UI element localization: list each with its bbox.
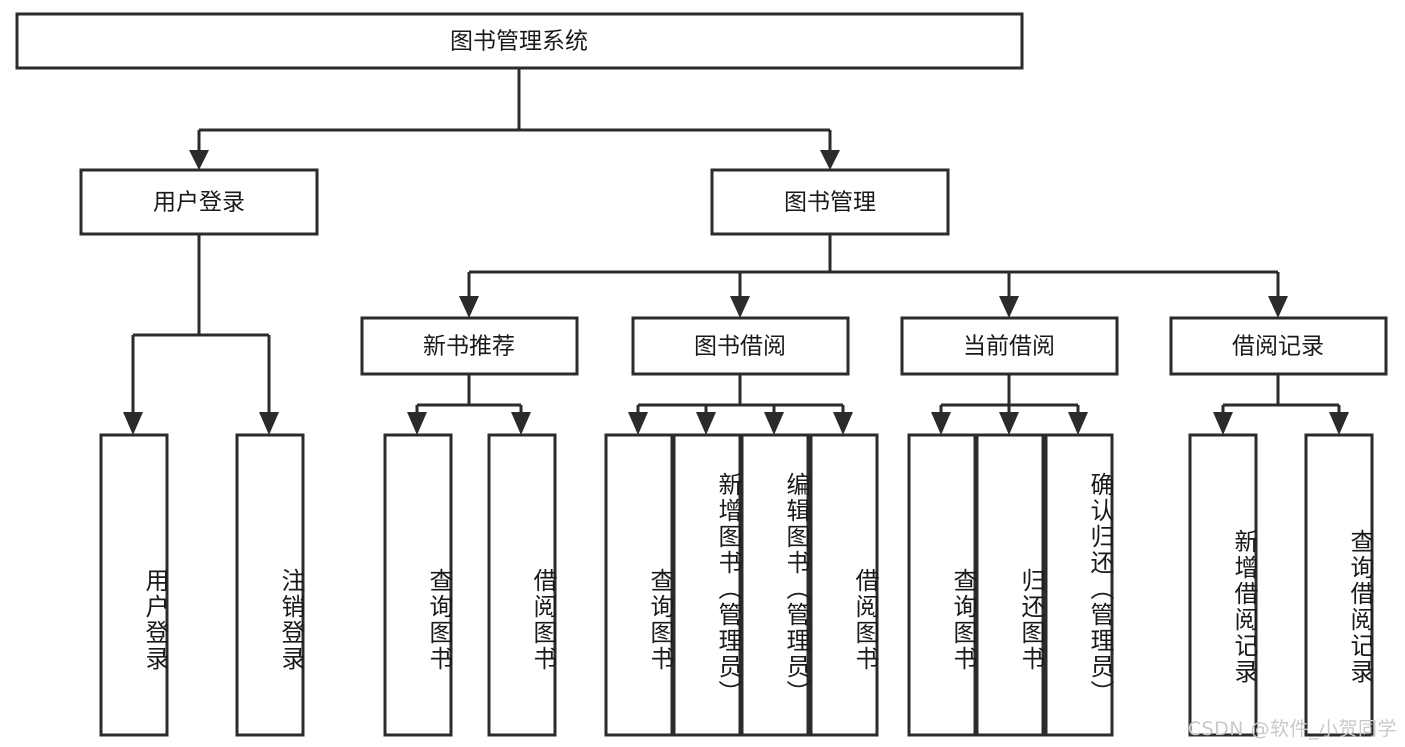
node-box-borrow-record[interactable]: [1169, 316, 1388, 376]
node-box-root[interactable]: [15, 12, 1024, 70]
node-box-leaf-query-book-3[interactable]: [907, 433, 977, 737]
node-box-new-book-recommend[interactable]: [360, 316, 579, 376]
node-label-current-borrow: 当前借阅: [963, 334, 1055, 360]
node-box-leaf-confirm-return[interactable]: [1044, 433, 1114, 737]
node-box-leaf-user-logout[interactable]: [235, 433, 305, 737]
arrowhead-to-leaf-user-logout: [259, 412, 279, 435]
node-label-root: 图书管理系统: [450, 29, 588, 55]
arrowhead-to-leaf-confirm-return: [1068, 412, 1088, 435]
node-label-book-borrow: 图书借阅: [694, 334, 786, 360]
node-box-leaf-borrow-book-1[interactable]: [487, 433, 557, 737]
arrowhead-to-leaf-query-book-1: [407, 412, 427, 435]
node-box-leaf-query-book-1[interactable]: [383, 433, 453, 737]
node-box-leaf-add-book[interactable]: [672, 433, 742, 737]
node-box-book-manage[interactable]: [710, 168, 950, 236]
node-box-leaf-return-book[interactable]: [975, 433, 1045, 737]
node-label-borrow-record: 借阅记录: [1232, 334, 1324, 360]
node-label-new-book-recommend: 新书推荐: [423, 334, 515, 360]
arrowhead-to-current-borrow: [999, 296, 1019, 318]
arrowhead-to-leaf-user-login: [123, 412, 143, 435]
node-box-leaf-user-login[interactable]: [99, 433, 169, 737]
node-box-leaf-edit-book[interactable]: [740, 433, 810, 737]
node-label-book-manage: 图书管理: [784, 190, 876, 216]
node-box-current-borrow[interactable]: [900, 316, 1119, 376]
arrowhead-to-leaf-query-book-2: [628, 412, 648, 435]
arrowhead-to-borrow-record: [1268, 296, 1288, 318]
node-box-leaf-query-book-2[interactable]: [604, 433, 674, 737]
arrowhead-to-leaf-return-book: [999, 412, 1019, 435]
arrowhead-to-book-borrow: [730, 296, 750, 318]
node-box-leaf-query-record[interactable]: [1304, 433, 1374, 737]
arrowhead-to-leaf-add-record: [1213, 412, 1233, 435]
node-box-book-borrow[interactable]: [631, 316, 850, 376]
arrowhead-to-leaf-query-book-3: [931, 412, 951, 435]
node-box-user-login[interactable]: [79, 168, 319, 236]
node-box-leaf-borrow-book-2[interactable]: [809, 433, 879, 737]
arrowhead-to-leaf-add-book: [696, 412, 716, 435]
node-layer: 图书管理系统 用户登录 图书管理 新书推荐 图书借阅 当前借阅 借阅记录: [15, 12, 1388, 737]
watermark-text: CSDN @软件_小贺同学: [1187, 718, 1397, 740]
arrowhead-to-new-book-recommend: [459, 296, 479, 318]
arrowhead-layer: [123, 150, 1349, 435]
arrowhead-to-leaf-query-record: [1329, 412, 1349, 435]
node-label-user-login: 用户登录: [153, 190, 245, 216]
arrowhead-to-leaf-borrow-book-1: [511, 412, 531, 435]
arrowhead-to-leaf-edit-book: [764, 412, 784, 435]
arrowhead-to-book-manage: [820, 150, 840, 170]
node-box-leaf-add-record[interactable]: [1188, 433, 1258, 737]
arrowhead-to-user-login: [189, 150, 209, 170]
arrowhead-to-leaf-borrow-book-2: [833, 412, 853, 435]
